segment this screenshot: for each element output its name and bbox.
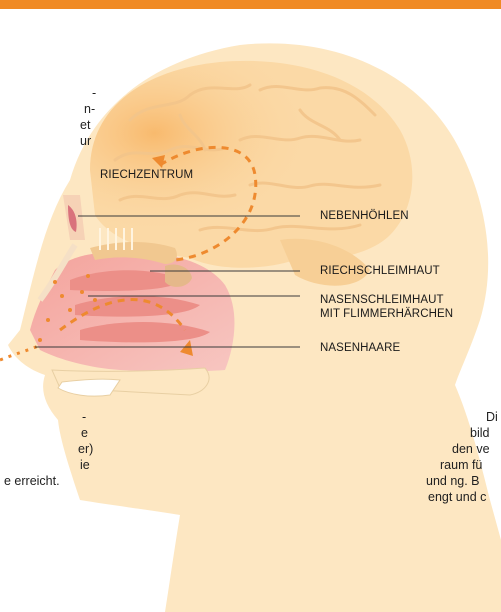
- left-text-fragment: er): [78, 442, 93, 457]
- left-text-fragment: ur: [80, 134, 91, 149]
- label-riechschleimhaut: RIECHSCHLEIMHAUT: [320, 265, 440, 277]
- left-text-fragment: -: [82, 410, 86, 425]
- left-text-fragment: et: [80, 118, 90, 133]
- left-text-fragment: e erreicht.: [4, 474, 60, 489]
- nasal-cavity: [30, 245, 234, 396]
- left-text-fragment: n-: [84, 102, 95, 117]
- right-text-fragment: raum fü: [440, 458, 482, 473]
- label-riechzentrum: RIECHZENTRUM: [100, 169, 193, 181]
- label-nasenhaare: NASENHAARE: [320, 342, 400, 354]
- label-nasenschleimhaut-line1: NASENSCHLEIMHAUT: [320, 294, 444, 306]
- right-text-fragment: den ve: [452, 442, 490, 457]
- left-text-fragment: -: [92, 86, 96, 101]
- label-nebenhoehlen: NEBENHÖHLEN: [320, 210, 409, 222]
- right-text-fragment: engt und c: [428, 490, 486, 505]
- right-text-fragment: Di: [486, 410, 498, 425]
- right-text-fragment: bild: [470, 426, 489, 441]
- left-text-fragment: ie: [80, 458, 90, 473]
- left-text-fragment: e: [81, 426, 88, 441]
- right-text-fragment: und ng. B: [426, 474, 480, 489]
- label-nasenschleimhaut-line2: MIT FLIMMERHÄRCHEN: [320, 308, 453, 320]
